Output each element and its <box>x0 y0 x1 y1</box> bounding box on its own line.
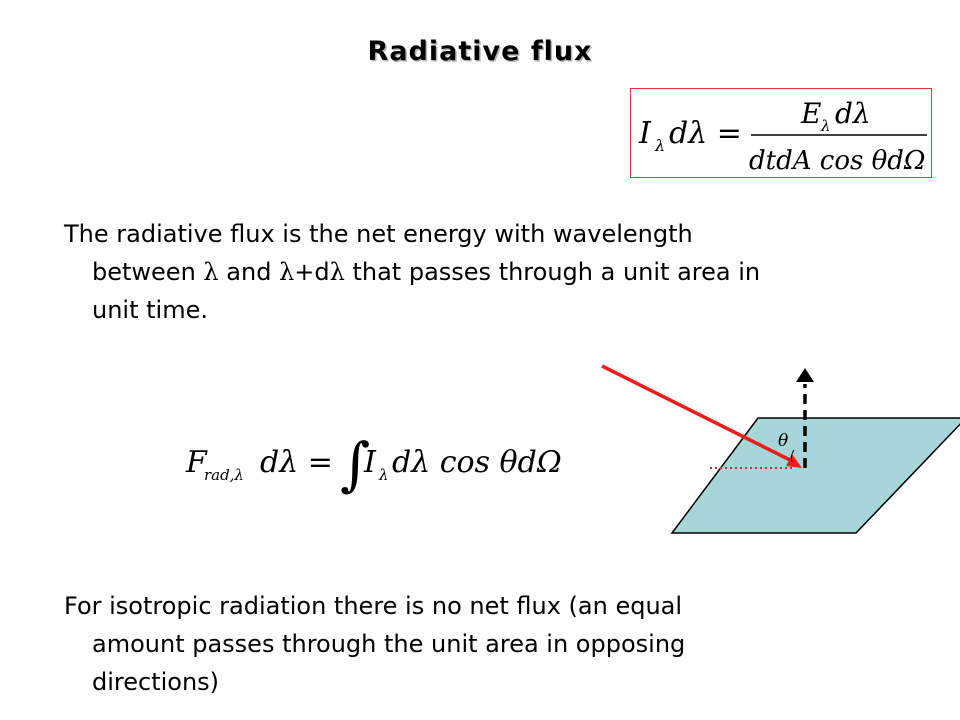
intensity-lhs-subscript: λ <box>654 136 665 155</box>
flux-rhs-symbol: I <box>363 445 377 480</box>
intensity-lhs-symbol: I <box>638 116 652 151</box>
intensity-formula: I λ dλ = E λ dλ dtdA cos θdΩ <box>638 97 927 176</box>
flux-lhs-subscript: rad,λ <box>204 466 244 484</box>
intensity-formula-box: I λ dλ = E λ dλ dtdA cos θdΩ <box>630 88 932 178</box>
integral-sign: ∫ <box>340 430 370 498</box>
isotropic-note: For isotropic radiation there is no net … <box>64 587 924 701</box>
flux-lhs-rest: dλ = <box>260 445 333 480</box>
definition-text: and <box>218 258 280 286</box>
slide-title: Radiative flux <box>367 36 593 67</box>
definition-text: between <box>92 258 204 286</box>
lambda-symbol: λ <box>329 258 345 286</box>
isotropic-line-1: For isotropic radiation there is no net … <box>64 592 683 620</box>
flux-rhs-rest: dλ cos θdΩ <box>392 445 562 480</box>
intensity-numerator-subscript: λ <box>820 117 831 135</box>
unit-area-plane <box>670 417 960 534</box>
angle-arc <box>790 449 795 463</box>
intensity-lhs-rest: dλ = <box>669 116 742 151</box>
definition-line-2: between λ and λ+dλ that passes through a… <box>64 253 924 291</box>
flux-geometry-svg: θ <box>601 364 960 534</box>
intensity-denominator: dtdA cos θdΩ <box>749 146 925 176</box>
isotropic-line-2: amount passes through the unit area in o… <box>92 630 686 658</box>
normal-arrow-head <box>796 368 814 382</box>
definition-text: that passes through a unit area in <box>344 258 761 286</box>
flux-geometry-figure: θ <box>590 360 960 550</box>
incident-ray-line <box>601 364 791 462</box>
lambda-symbol: λ <box>203 258 219 286</box>
isotropic-line-3: directions) <box>92 668 220 696</box>
flux-formula-svg: F rad,λ dλ = ∫ I λ dλ cos θdΩ <box>185 430 562 498</box>
flux-formula: F rad,λ dλ = ∫ I λ dλ cos θdΩ <box>180 420 600 500</box>
intensity-numerator-symbol: E <box>800 97 821 130</box>
definition-text: +d <box>294 258 330 286</box>
intensity-numerator-rest: dλ <box>835 97 871 130</box>
ray-arrow-head <box>786 454 802 468</box>
flux-lhs-symbol: F <box>185 445 208 480</box>
flux-rhs-subscript: λ <box>378 466 389 484</box>
angle-theta-label: θ <box>778 431 788 451</box>
definition-line-1: The radiative flux is the net energy wit… <box>64 220 693 248</box>
flux-definition: The radiative flux is the net energy wit… <box>64 215 924 329</box>
lambda-symbol: λ <box>279 258 295 286</box>
definition-line-3: unit time. <box>92 296 208 324</box>
